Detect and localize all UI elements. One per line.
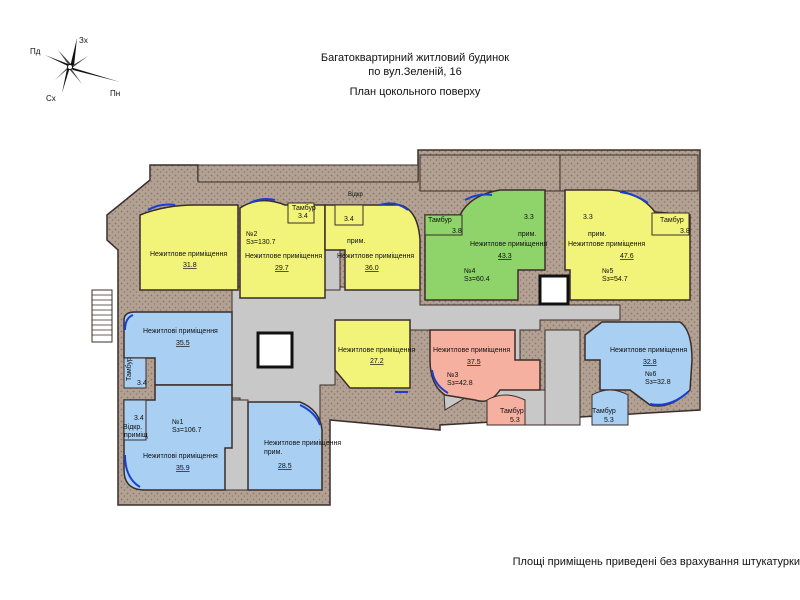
room-label: Нежитлове приміщення xyxy=(150,250,227,258)
room-label: Нежитлові приміщення xyxy=(143,452,218,460)
room-label: Тамбур xyxy=(500,407,524,415)
room-area: 29.7 xyxy=(275,265,289,272)
unit-number: №1 xyxy=(172,419,184,426)
unit-area: Sз=54.7 xyxy=(602,276,628,283)
room-label: Тамбур xyxy=(125,357,133,381)
room-label: Нежитлове приміщення xyxy=(568,240,645,248)
unit-number: №3 xyxy=(447,372,459,379)
room-label: Нежитлове приміщення xyxy=(264,439,341,447)
room-area: 3.4 xyxy=(344,216,354,223)
room-area: 3.4 xyxy=(298,213,308,220)
room-label: Відкр. xyxy=(123,423,142,431)
room-label: Тамбур xyxy=(660,216,684,224)
unit-number: №5 xyxy=(602,268,614,275)
room-label: Нежитлове приміщення xyxy=(610,346,687,354)
room-label: приміщ xyxy=(124,431,148,439)
compass-rose-icon xyxy=(45,38,120,93)
unit-area: Sз=42.8 xyxy=(447,380,473,387)
unit-number: №6 xyxy=(645,371,657,378)
unit-4-zone xyxy=(424,189,546,301)
room-label: прим. xyxy=(264,449,282,456)
unit-2-zone xyxy=(139,199,421,389)
compass-east: Сх xyxy=(46,94,56,103)
room-area: 3.4 xyxy=(137,380,147,387)
unit-number: №2 xyxy=(246,231,258,238)
header-line-1: Багатоквартирний житловий будинок xyxy=(320,52,510,64)
header-line-2: по вул.Зеленій, 16 xyxy=(368,66,462,78)
room-area: 3.8 xyxy=(680,228,690,235)
room-area: 3.3 xyxy=(524,214,534,221)
room-area: 43.3 xyxy=(498,253,512,260)
compass-west: Зх xyxy=(79,36,88,45)
compass-south: Пд xyxy=(30,47,41,56)
room-area: 37.5 xyxy=(467,359,481,366)
room-label: прим. xyxy=(347,238,365,245)
room-label: Тамбур xyxy=(592,407,616,415)
room-label: Нежитлове приміщення xyxy=(433,346,510,354)
room-label: Нежитлове приміщення xyxy=(338,346,415,354)
room-label: Відкр xyxy=(348,192,363,198)
room-label: Нежитлове приміщення xyxy=(470,240,547,248)
unit-area: Sз=130.7 xyxy=(246,239,276,246)
room-label: Тамбур xyxy=(428,216,452,224)
room-area: 27.2 xyxy=(370,358,384,365)
room-area: 47.6 xyxy=(620,253,634,260)
room-area: 3.3 xyxy=(583,214,593,221)
room-area: 5.3 xyxy=(510,417,520,424)
unit-area: Sз=32.8 xyxy=(645,379,671,386)
room-area: 3.4 xyxy=(134,415,144,422)
room-area: 32.8 xyxy=(643,359,657,366)
room-area: 5.3 xyxy=(604,417,614,424)
unit-3-zone xyxy=(429,329,541,426)
unit-area: Sз=106.7 xyxy=(172,427,202,434)
footer-note: Площі приміщень приведені без врахування… xyxy=(512,556,800,568)
room-area: 36.0 xyxy=(365,265,379,272)
room-area: 35.9 xyxy=(176,465,190,472)
room-label: Нежитлове приміщення xyxy=(245,252,322,260)
room-label: прим. xyxy=(588,231,606,238)
plan-title: План цокольного поверху xyxy=(349,86,481,98)
room-label: Тамбур xyxy=(292,204,316,212)
room-label: Нежитлове приміщення xyxy=(337,252,414,260)
unit-1-zone xyxy=(123,311,323,491)
compass-north: Пн xyxy=(110,89,120,98)
room-label: Нежитлові приміщення xyxy=(143,327,218,335)
unit-area: Sз=60.4 xyxy=(464,276,490,283)
room-area: 31.8 xyxy=(183,262,197,269)
windows xyxy=(124,191,689,488)
unit-number: №4 xyxy=(464,268,476,275)
room-area: 28.5 xyxy=(278,463,292,470)
room-label: прим. xyxy=(518,231,536,238)
room-area: 3.8 xyxy=(452,228,462,235)
room-area: 35.5 xyxy=(176,340,190,347)
unit-5-zone xyxy=(564,189,691,301)
